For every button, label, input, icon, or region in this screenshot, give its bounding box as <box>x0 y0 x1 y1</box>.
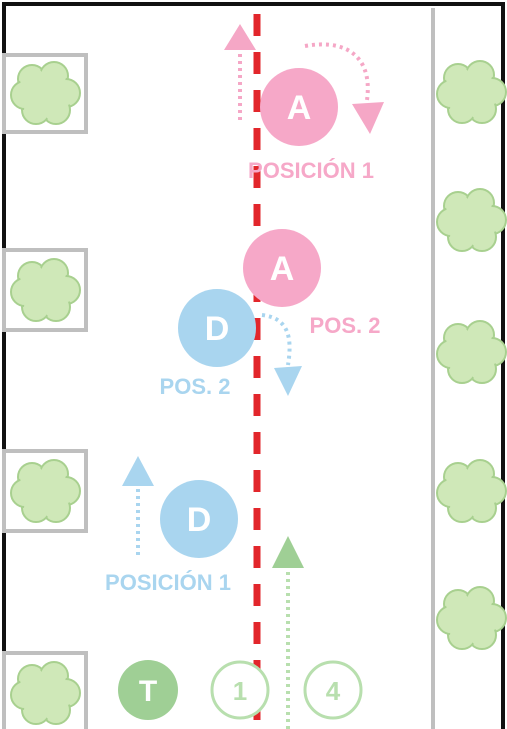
player-t: T <box>118 660 178 720</box>
player-number-1: 1 <box>210 660 270 720</box>
player-letter: A <box>287 89 312 127</box>
tree-icon <box>10 258 81 322</box>
label-d-pos-2: POS. 2 <box>160 374 231 399</box>
player-letter: T <box>139 675 157 708</box>
player-number-4: 4 <box>303 660 363 720</box>
arrow-icon <box>122 456 154 555</box>
player-a-position-1: A <box>260 68 338 146</box>
tree-box-3 <box>2 449 88 533</box>
label-d-posicion-1: POSICIÓN 1 <box>105 570 231 595</box>
tree-icon <box>436 60 507 124</box>
player-letter: D <box>205 310 230 348</box>
player-number: 1 <box>233 676 247 706</box>
label-a-pos-2: POS. 2 <box>310 313 381 338</box>
tree-icon <box>10 459 81 523</box>
tree-icon <box>436 188 507 252</box>
tree-icon <box>436 320 507 384</box>
player-letter: A <box>270 250 295 288</box>
player-d-position-2: D <box>178 289 256 367</box>
tree-box-4 <box>2 651 88 729</box>
label-a-posicion-1: POSICIÓN 1 <box>248 158 374 183</box>
arrow-icon <box>272 536 304 729</box>
arrow-icon <box>261 313 302 396</box>
tree-icon <box>436 586 507 650</box>
tree-icon <box>10 661 81 725</box>
arrow-icon <box>224 24 384 134</box>
tree-box-2 <box>2 248 88 332</box>
tree-icon <box>10 61 81 125</box>
player-number: 4 <box>326 676 341 706</box>
player-a-position-2: A <box>243 229 321 307</box>
player-letter: D <box>187 501 212 539</box>
tree-box-1 <box>2 53 88 134</box>
player-d-position-1: D <box>160 480 238 558</box>
tree-icon <box>436 459 507 523</box>
